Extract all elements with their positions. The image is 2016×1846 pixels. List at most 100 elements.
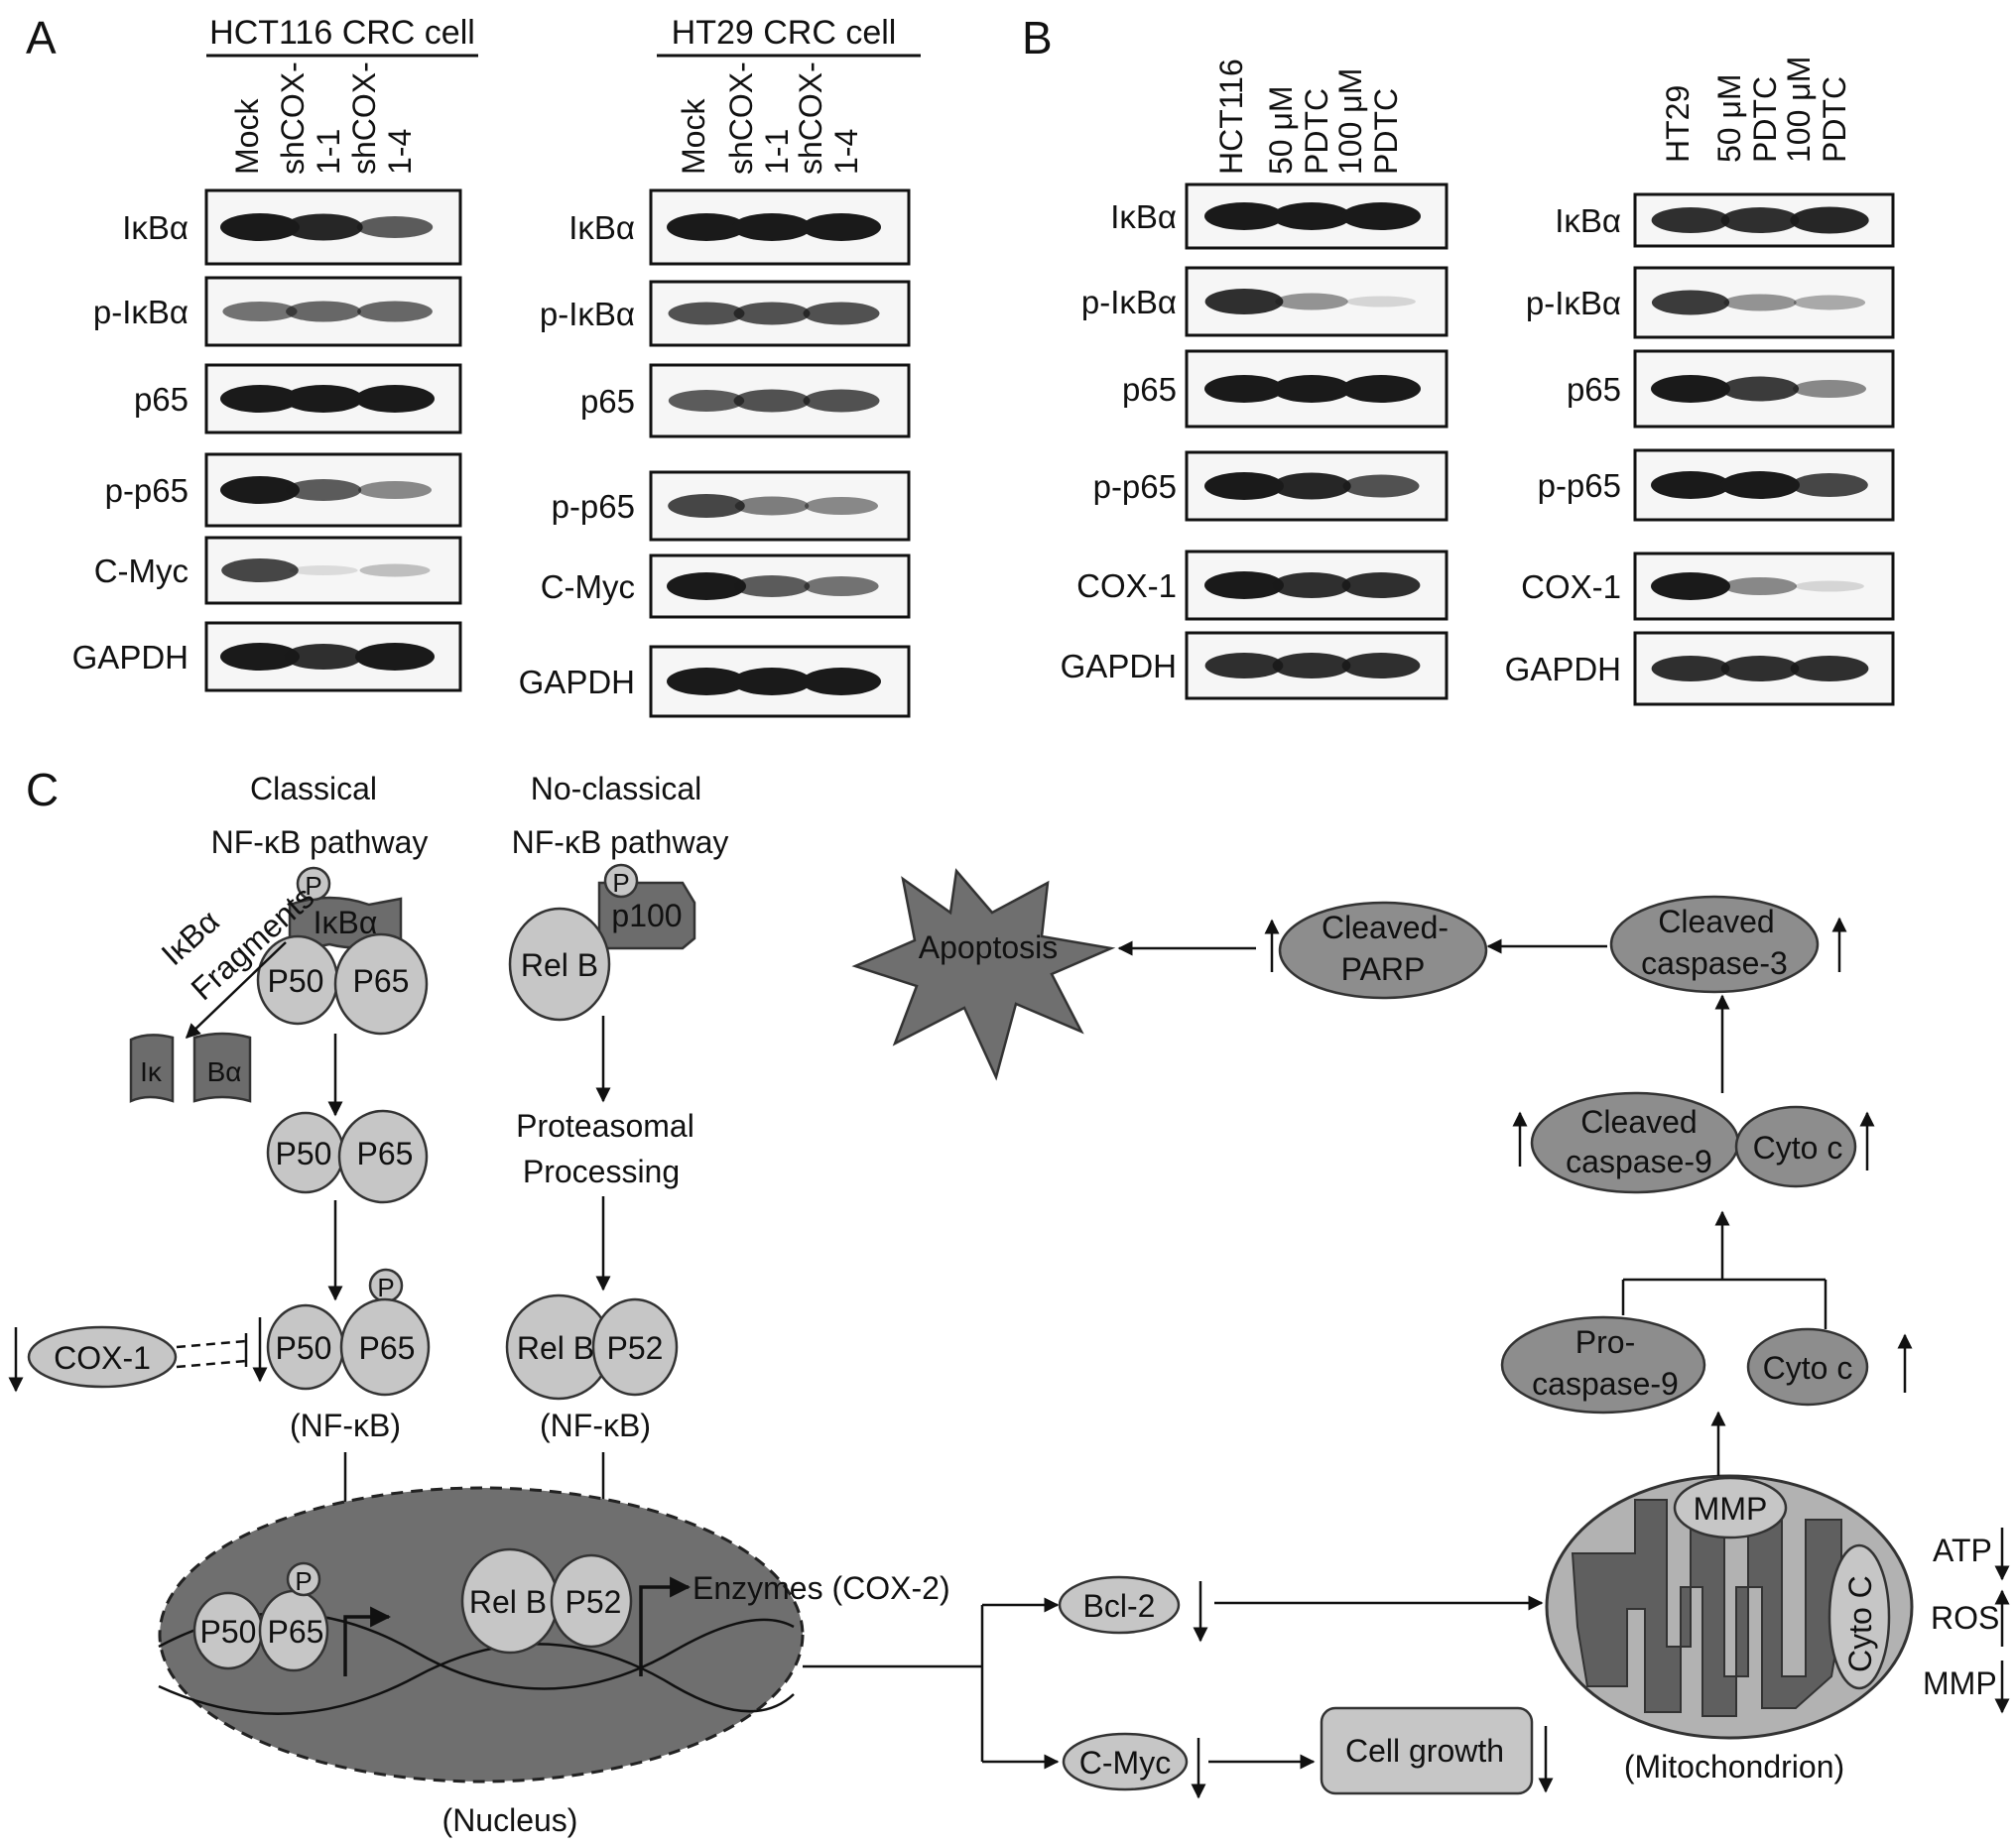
panel-a-g1-band-1-1 [733, 302, 811, 325]
panel-b-g1-band-4-2 [1795, 580, 1864, 592]
mito-cytoc-ellipse [1827, 1543, 1891, 1690]
cell-growth-label: Cell growth [1345, 1733, 1504, 1769]
mitochondrion-label: (Mitochondrion) [1624, 1749, 1844, 1784]
panel-b-g1-lane-label-2-0: 100 μM [1781, 57, 1817, 163]
p50-low-label: P50 [276, 1330, 332, 1366]
panel-a-g0-band-2-1 [284, 385, 363, 413]
panel-a-g0-row-label-3: p-p65 [105, 472, 189, 509]
cytoc-mid-label: Cyto c [1753, 1130, 1843, 1166]
fragment-ik-label: Iκ [140, 1056, 163, 1087]
panel-b-g1-band-0-2 [1790, 206, 1869, 234]
nonclassical-title-line2: NF-κB pathway [512, 824, 729, 860]
panel-a-g0-lane-label-0-0: Mock [229, 98, 265, 175]
panel-a-g1-band-1-2 [803, 302, 880, 325]
cleaved-caspase9-line2: caspase-9 [1566, 1144, 1712, 1179]
panel-a-g1-band-0-1 [732, 213, 812, 241]
cmyc-label: C-Myc [1079, 1745, 1171, 1781]
classical-title-line2: NF-κB pathway [211, 824, 429, 860]
panel-a-g0-band-5-0 [220, 643, 300, 671]
panel-a-g0-band-0-0 [220, 213, 300, 241]
panel-a-g1-band-5-2 [802, 668, 881, 695]
panel-b-g1-band-2-1 [1720, 376, 1800, 402]
panel-b-g1-band-1-0 [1651, 290, 1730, 315]
panel-a-g1-lane-label-2-0: shCOX- [793, 62, 828, 175]
panel-a-g0-lane-label-2-1: 1-4 [382, 129, 418, 175]
panel-b-g0-band-3-0 [1204, 472, 1284, 500]
panel-a-g0-band-3-0 [220, 476, 300, 504]
cleaved-parp-line1: Cleaved- [1322, 910, 1449, 945]
panel-a-g1-band-2-2 [803, 389, 880, 413]
enzymes-label: Enzymes (COX-2) [693, 1570, 950, 1606]
cox1-label: COX-1 [54, 1340, 151, 1376]
cell-growth-box [1320, 1706, 1534, 1795]
phospho-ikba [296, 866, 331, 902]
proteasomal-line2: Processing [523, 1154, 680, 1189]
p52-low [591, 1297, 679, 1397]
p65-mid [337, 1109, 429, 1204]
procaspase9-line1: Pro- [1575, 1324, 1635, 1360]
panel-b-g1-row-label-0: IκBα [1555, 202, 1621, 239]
p65-top-label: P65 [353, 963, 410, 999]
panel-a-g1-band-2-1 [733, 389, 811, 413]
fragment-ik [129, 1034, 175, 1103]
side-label-atp: ATP [1933, 1533, 1992, 1568]
panel-a-g1-band-3-1 [734, 496, 810, 516]
panel-b-g0-band-0-0 [1204, 202, 1284, 230]
side-label-ros: ROS [1931, 1600, 1999, 1636]
panel-b-g0-band-0-2 [1341, 202, 1421, 230]
panel-b-g0-band-5-1 [1272, 653, 1351, 678]
panel-b-g1-row-label-4: COX-1 [1521, 568, 1621, 605]
classical-title-line1: Classical [250, 771, 377, 806]
panel-a-header-ht29: HT29 CRC cell [672, 14, 897, 52]
ikba-label: IκBα [314, 905, 378, 940]
panel-a-g0-band-3-2 [358, 481, 432, 499]
cytoc-low-label: Cyto c [1763, 1350, 1853, 1386]
nucleus-phospho-label: P [295, 1566, 312, 1596]
nfkb-nonclassical-label: (NF-κB) [540, 1408, 651, 1443]
bcl2-label: Bcl-2 [1083, 1588, 1156, 1624]
cmyc-ellipse [1062, 1732, 1189, 1791]
cleaved-parp-line2: PARP [1341, 951, 1426, 987]
panel-b-g1-band-3-1 [1720, 471, 1800, 499]
panel-a-g0-band-3-1 [285, 479, 362, 501]
p100-label: p100 [611, 898, 682, 933]
panel-a-g0-band-0-2 [356, 216, 434, 238]
panel-b-g1-band-1-1 [1723, 294, 1797, 311]
transcription-arrow-2 [639, 1576, 692, 1676]
mito-cytoc-label: Cyto C [1842, 1575, 1878, 1672]
panel-b-g0-band-1-2 [1346, 296, 1416, 308]
panel-b-g0-band-4-0 [1204, 571, 1284, 599]
panel-b-g0-band-2-1 [1272, 375, 1351, 403]
panel-a-g1-band-4-1 [733, 575, 811, 597]
panel-a-g0-row-label-5: GAPDH [72, 639, 189, 676]
panel-a-g1-row-label-3: p-p65 [552, 488, 635, 525]
panel-a-g1-band-2-0 [668, 390, 745, 412]
panel-b-g1-band-5-0 [1651, 656, 1730, 681]
nucleus-p52 [550, 1553, 633, 1649]
apoptosis-burst [851, 868, 1116, 1081]
relb-top [508, 907, 611, 1022]
panel-a-g0-row-label-4: C-Myc [94, 553, 189, 589]
panel-b-g1-band-4-0 [1651, 572, 1730, 600]
phospho-p100 [603, 863, 639, 899]
cytoc-low-ellipse [1746, 1327, 1869, 1407]
cox1-inhibit-line-2 [176, 1359, 247, 1369]
panel-b-g0-band-2-2 [1341, 375, 1421, 403]
panel-b-g1-band-0-0 [1651, 207, 1730, 233]
relb-low-label: Rel B [517, 1330, 594, 1366]
panel-a-g1-row-label-0: IκBα [568, 209, 635, 246]
panel-b-g0-row-label-2: p65 [1122, 371, 1177, 408]
panel-a-g0-band-5-2 [355, 643, 435, 671]
panel-a-g1-lane-label-2-1: 1-4 [828, 129, 864, 175]
panel-a-g0-row-label-0: IκBα [122, 209, 189, 246]
panel-b-g0-band-1-0 [1204, 289, 1284, 314]
fragment-ba [192, 1032, 252, 1103]
panel-a-g1-band-4-0 [667, 572, 746, 600]
nonclassical-title-line1: No-classical [531, 771, 701, 806]
panel-b-g0-lane-label-1-1: PDTC [1299, 88, 1334, 175]
panel-b-g0-band-5-0 [1204, 653, 1284, 678]
panel-a-g1-band-5-0 [667, 668, 746, 695]
p65-low-label: P65 [359, 1330, 416, 1366]
p52-low-label: P52 [607, 1330, 664, 1366]
panel-a-g1-band-0-0 [667, 213, 746, 241]
